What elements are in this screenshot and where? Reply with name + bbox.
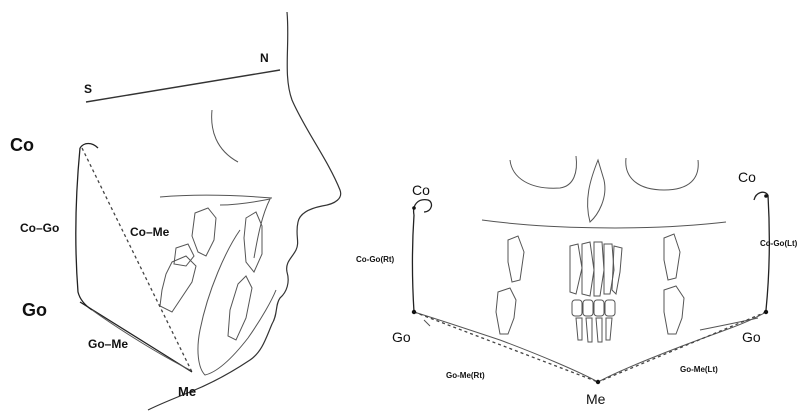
go-left-point [764, 310, 768, 314]
label-co-me: Co–Me [130, 225, 170, 239]
right-ramus [413, 200, 432, 312]
premolar [174, 244, 194, 266]
ramus-outline [76, 144, 98, 311]
label-go-me-rt: Go-Me(Rt) [446, 371, 485, 380]
co-right-point [412, 206, 416, 210]
right-upper-tooth [508, 236, 524, 282]
nasal-septum [588, 160, 605, 222]
left-orbit [510, 156, 576, 188]
maxilla-line [482, 220, 726, 228]
mandible-outer [424, 318, 758, 330]
label-s: S [84, 82, 92, 96]
orbit-outline [212, 110, 238, 162]
label-n: N [260, 51, 269, 65]
left-lower-tooth [664, 286, 684, 334]
label-co-left-side: Co [738, 169, 756, 185]
label-go-me-lt: Go-Me(Lt) [680, 365, 718, 374]
upper-incisor [244, 212, 262, 272]
left-ramus [754, 192, 769, 310]
lateral-view: S N Co Go Me Co–Go Co–Me Go–Me [10, 12, 341, 410]
s-n-line [86, 70, 280, 102]
label-co-go-rt: Co-Go(Rt) [356, 255, 395, 264]
lower-incisor [228, 276, 252, 340]
label-co-go: Co–Go [20, 221, 59, 235]
upper-molar [192, 208, 216, 256]
left-upper-tooth [664, 234, 680, 280]
me-point [596, 380, 600, 384]
label-go-me: Go–Me [88, 337, 128, 351]
label-me: Me [178, 384, 196, 399]
go-right-point [412, 310, 416, 314]
frontal-view: Co Co Go Go Me Co-Go(Rt) Co-Go(Lt) Go-Me… [356, 156, 798, 407]
label-go: Go [22, 300, 47, 320]
co-left-point [764, 194, 768, 198]
label-co-right-side: Co [412, 182, 430, 198]
mandible-outline [198, 230, 276, 375]
label-co-go-lt: Co-Go(Lt) [760, 239, 798, 248]
palatal-plane [160, 195, 272, 198]
label-co: Co [10, 135, 34, 155]
right-orbit [626, 158, 698, 190]
right-lower-tooth [496, 288, 516, 334]
label-go-left-side: Go [742, 329, 761, 345]
soft-tissue-profile [148, 12, 341, 410]
incisor-cluster [570, 242, 622, 342]
go-me-rt-line [414, 312, 598, 382]
label-me-frontal: Me [586, 391, 606, 407]
label-go-right-side: Go [392, 329, 411, 345]
